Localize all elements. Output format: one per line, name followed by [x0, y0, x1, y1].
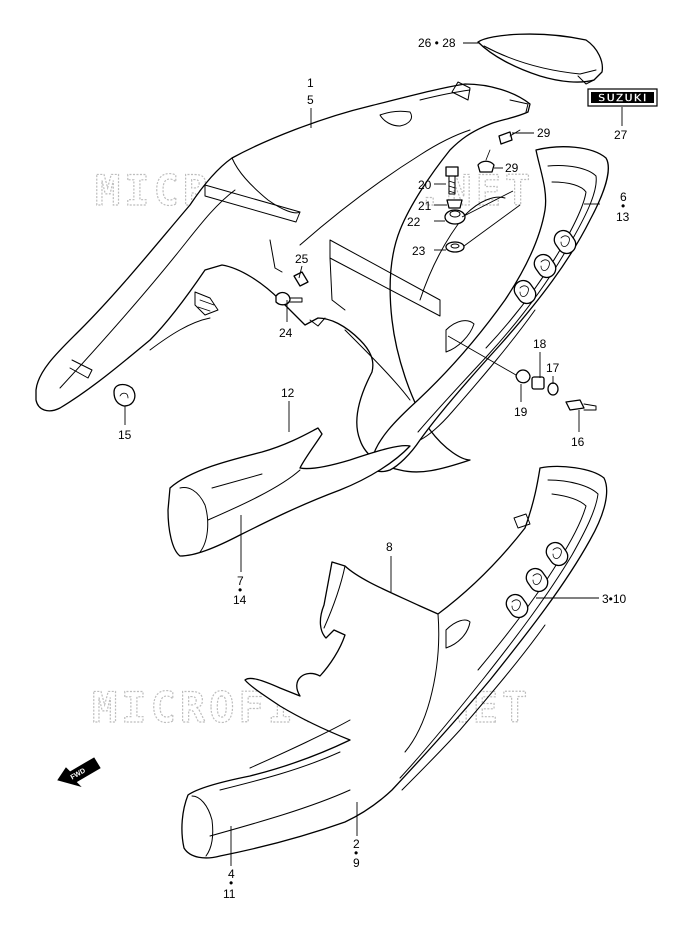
callout-27: 27	[614, 128, 628, 142]
callout-26-28: 26 • 28	[418, 36, 456, 50]
seat-cowl	[477, 33, 604, 85]
callout-1: 1	[307, 76, 314, 90]
callout-2: 2	[353, 837, 360, 851]
callout-5: 5	[307, 93, 314, 107]
emblem-text: SUZUKI	[598, 92, 647, 105]
callout-19: 19	[514, 405, 528, 419]
callout-15: 15	[118, 428, 132, 442]
side-cowl-upper	[371, 146, 609, 473]
callout-17: 17	[546, 361, 560, 375]
callout-13: 13	[616, 210, 630, 224]
tail-cover-center	[167, 427, 411, 557]
callout-29-lower: 29	[505, 161, 519, 175]
callout-6-dot: •	[621, 199, 625, 213]
callout-16: 16	[571, 435, 585, 449]
callout-9: 9	[353, 856, 360, 870]
callout-6: 6	[620, 190, 627, 204]
fwd-arrow-icon: FWD	[57, 757, 101, 787]
hardware-parts	[113, 129, 597, 411]
callout-25: 25	[295, 252, 309, 266]
callout-24: 24	[279, 326, 293, 340]
side-cowl-lower	[181, 465, 608, 859]
callout-22: 22	[407, 215, 421, 229]
600-logo-lower	[505, 541, 569, 619]
callout-3-10: 3•10	[602, 592, 627, 606]
callout-12: 12	[281, 386, 295, 400]
callout-2-dot: •	[354, 846, 358, 860]
callout-7-dot: •	[238, 583, 242, 597]
callout-20: 20	[418, 178, 432, 192]
callout-21: 21	[418, 199, 432, 213]
callout-8: 8	[386, 540, 393, 554]
callout-14: 14	[233, 593, 247, 607]
callout-4-dot: •	[229, 876, 233, 890]
callout-18: 18	[533, 337, 547, 351]
callout-29-upper: 29	[537, 126, 551, 140]
frame-cover-assembly	[35, 81, 531, 473]
callout-11: 11	[223, 887, 236, 901]
600-logo-upper	[513, 229, 577, 305]
callout-23: 23	[412, 244, 426, 258]
callout-labels: 26 • 28 27 1 5 29 29 20 21 22 23 6 • 13 …	[118, 36, 630, 901]
leader-lines	[124, 42, 623, 866]
suzuki-emblem: SUZUKI	[587, 88, 658, 107]
callout-4: 4	[228, 867, 235, 881]
callout-7: 7	[237, 574, 244, 588]
